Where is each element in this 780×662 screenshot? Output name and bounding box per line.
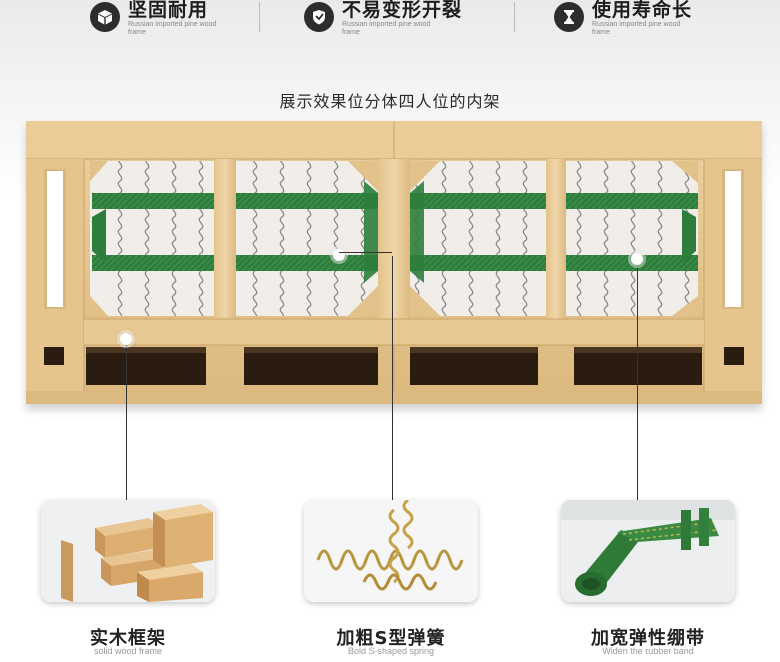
feature-title: 不易变形开裂 xyxy=(342,0,463,21)
hotspot-band[interactable] xyxy=(631,253,643,265)
hourglass-icon xyxy=(554,2,584,32)
feature-durable: 坚固耐用 Russian imported pine wood frame xyxy=(90,0,224,44)
card-label-band: 加宽弹性绷带 xyxy=(591,628,705,649)
feature-title: 坚固耐用 xyxy=(128,0,209,21)
feature-subtitle: Russian imported pine wood frame xyxy=(592,21,681,36)
card-sublabel-spring: Bold S-shaped spring xyxy=(347,646,435,656)
section-title: 展示效果位分体四人位的内架 xyxy=(279,92,501,111)
divider xyxy=(514,2,515,32)
callout-line-spring xyxy=(392,256,393,502)
card-sublabel-band: Widen the rubber band xyxy=(602,646,694,656)
hotspot-frame[interactable] xyxy=(120,333,132,345)
seat-opening-1 xyxy=(90,161,214,316)
shield-icon xyxy=(304,2,334,32)
rubber-band-photo xyxy=(561,500,735,602)
feature-no-deform: 不易变形开裂 Russian imported pine wood frame xyxy=(304,0,462,44)
card-label-spring: 加粗S型弹簧 xyxy=(336,628,446,649)
feature-subtitle: Russian imported pine wood frame xyxy=(128,21,217,36)
feature-long-life: 使用寿命长 Russian imported pine wood frame xyxy=(554,0,692,44)
callout-line-band xyxy=(637,260,638,500)
callout-connector xyxy=(339,252,392,253)
card-sublabel-frame: solid wood frame xyxy=(93,646,163,656)
feature-subtitle: Russian imported pine wood frame xyxy=(342,21,431,36)
seat-opening-4 xyxy=(566,161,698,316)
callout-line-frame xyxy=(126,340,127,500)
cube-icon xyxy=(90,2,120,32)
card-label-frame: 实木框架 xyxy=(90,628,166,649)
feature-title: 使用寿命长 xyxy=(592,0,693,21)
wood-blocks-photo xyxy=(41,500,215,602)
divider xyxy=(259,2,260,32)
s-spring-photo xyxy=(304,500,478,602)
hotspot-spring[interactable] xyxy=(333,249,345,261)
sofa-frame-illustration xyxy=(26,121,762,404)
seat-opening-2 xyxy=(236,161,378,316)
seat-opening-3 xyxy=(410,161,546,316)
